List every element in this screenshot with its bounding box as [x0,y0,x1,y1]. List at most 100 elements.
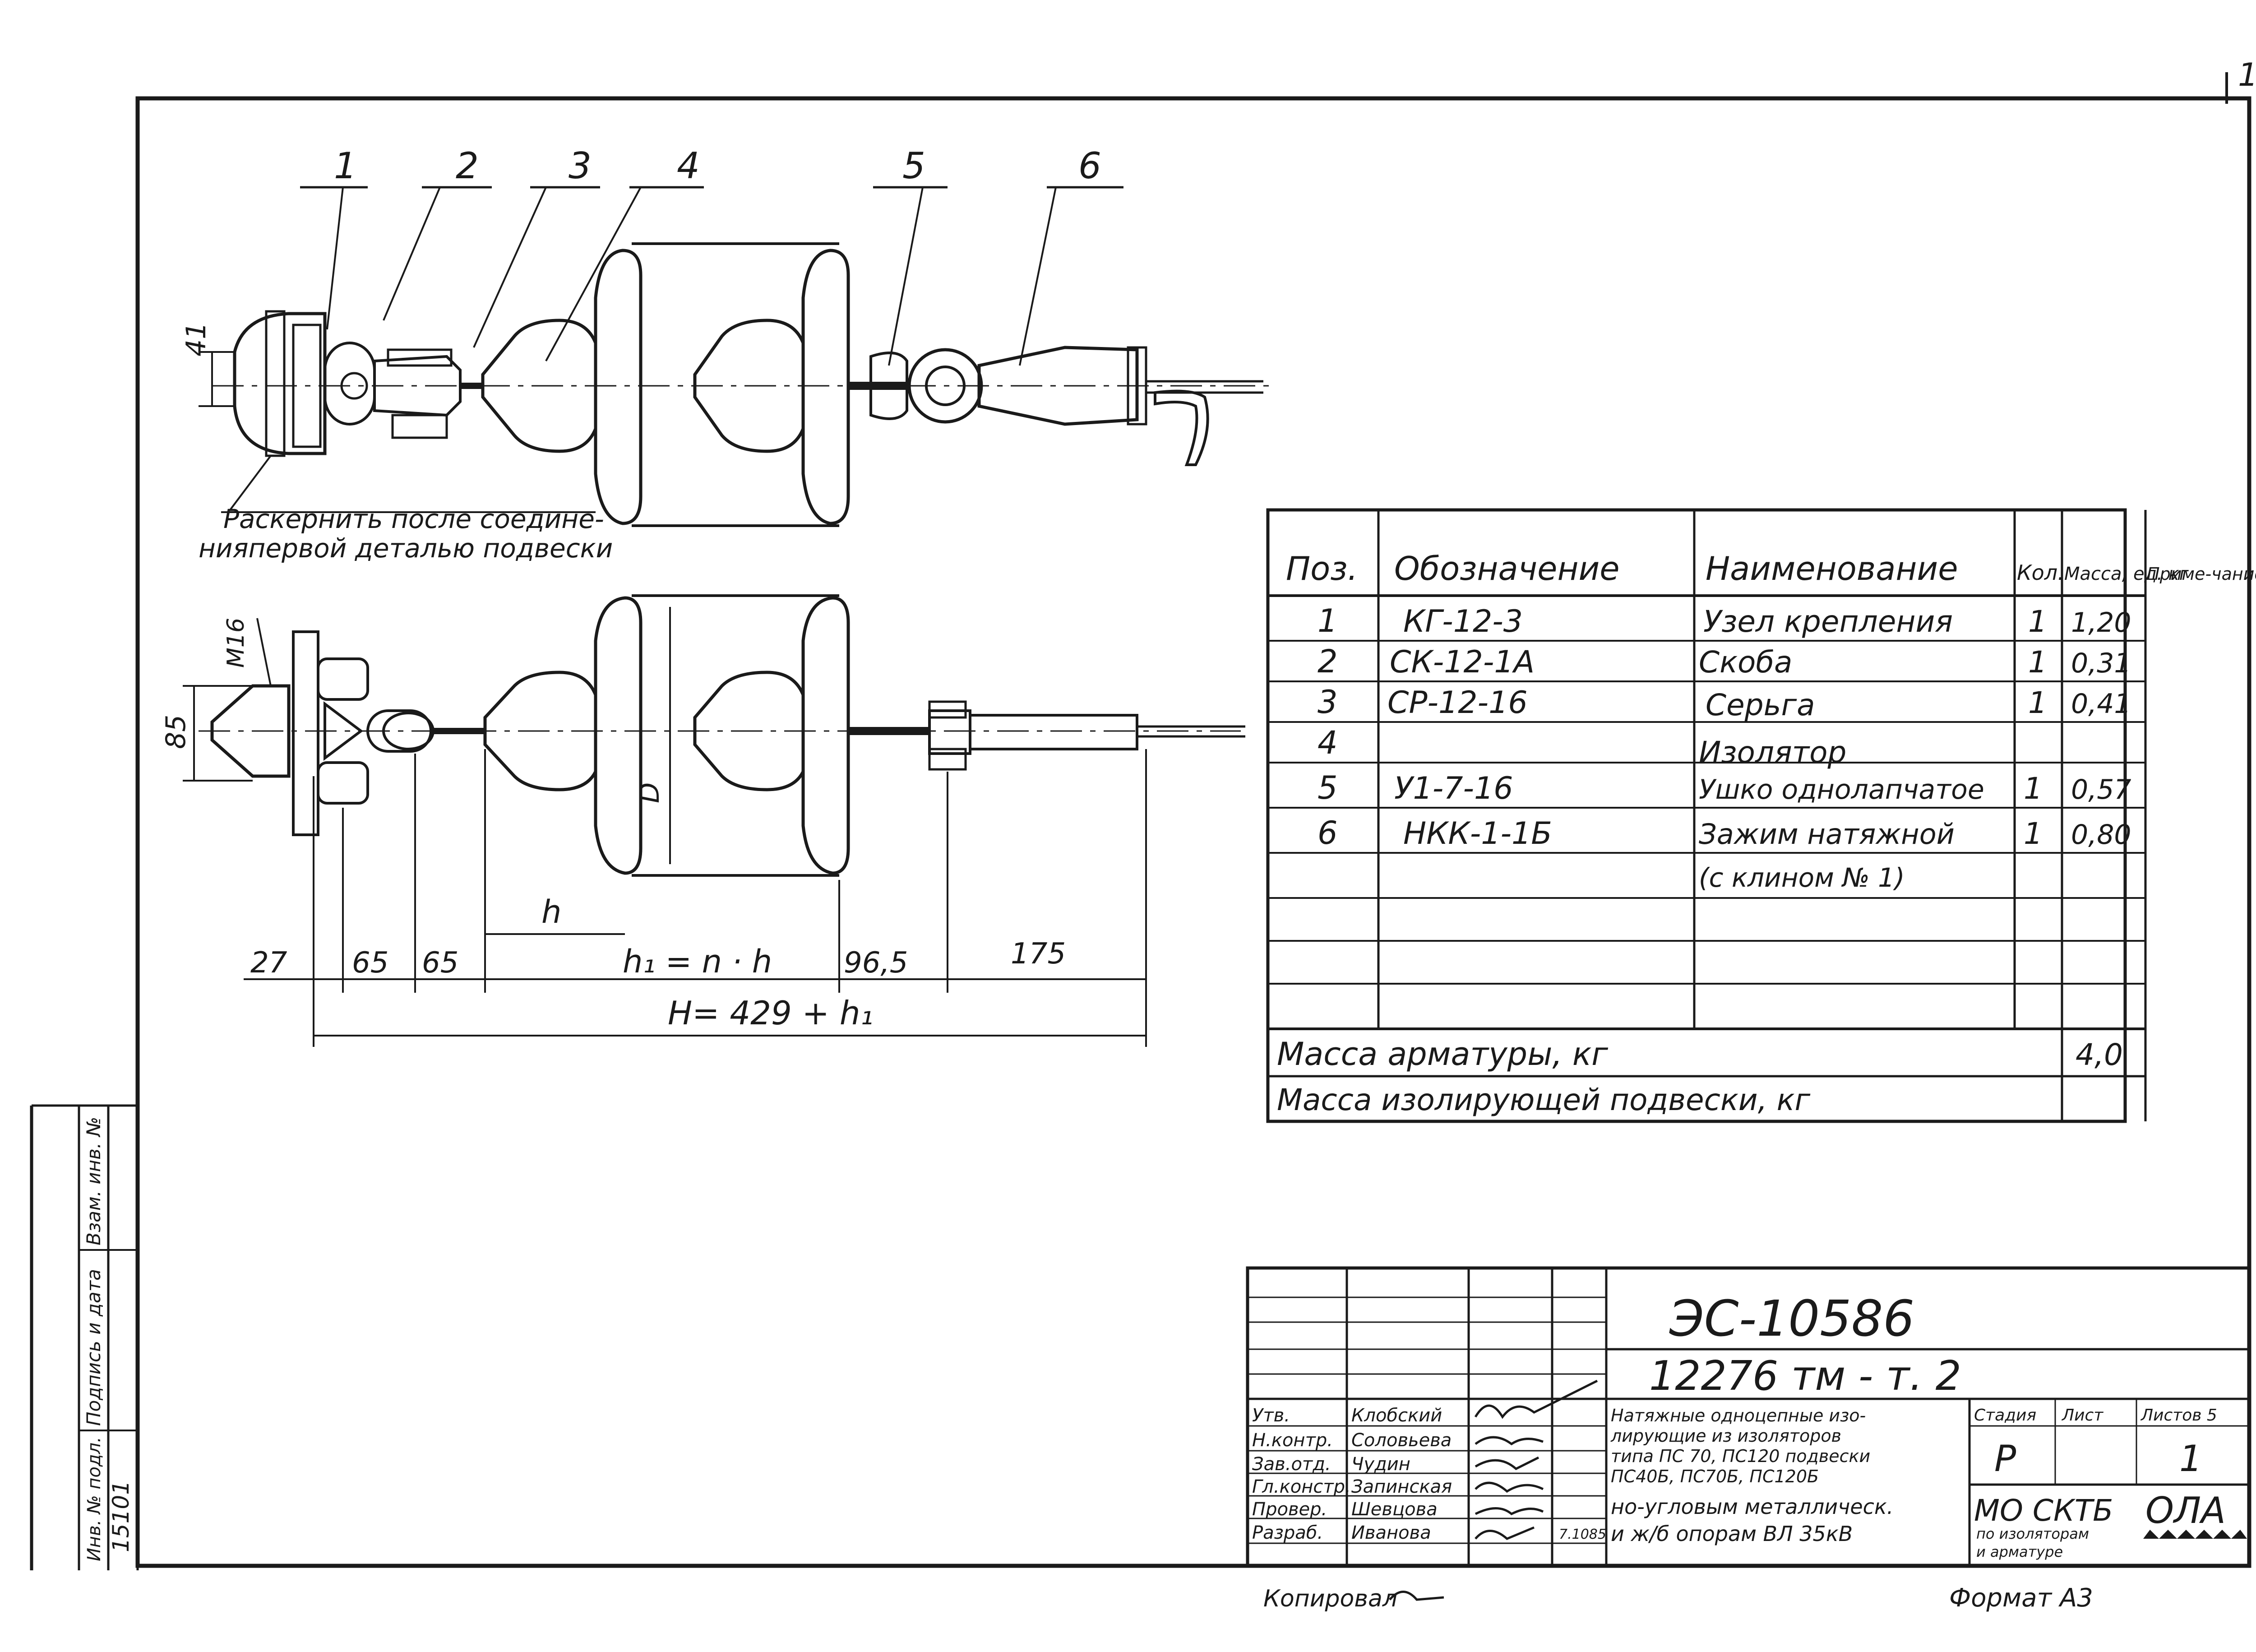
link-nut [391,414,448,439]
copied-signature [1389,1591,1444,1601]
link [373,355,462,417]
inventory-number: 15101 [108,1481,134,1552]
signatures [1474,1379,1598,1540]
wire-loop [1154,389,1209,466]
mass-suspension-label: Масса изолирующей подвески, кг [1277,1083,1811,1117]
row4-name: Изолятор [1699,735,1846,770]
org-name: МО СКТБ [1974,1493,2113,1528]
tension-clamp [977,346,1139,426]
dim-D: D [634,782,666,803]
eye-nut [928,748,967,771]
name-norm-control: Соловьева [1351,1430,1452,1451]
name-chief-designer: Запинская [1351,1476,1452,1497]
eye-bolt-top [928,700,967,719]
org-line-2: по изоляторам [1976,1525,2089,1542]
side-label-replace: Взам. инв. № [83,1117,105,1245]
row6-name: Зажим натяжной [1699,818,1955,851]
callout-6: 6 [1078,145,1101,187]
dim-h1: h₁ = n · h [623,943,772,980]
stage-value: Р [1994,1438,2016,1480]
dim-total: H= 429 + h₁ [668,994,873,1032]
dim-41: 41 [180,322,212,356]
row3-mass: 0,41 [2071,688,2131,720]
side-strip: Взам. инв. № Подпись и дата Инв. № подл.… [30,1104,139,1570]
insulator-disc-1 [594,249,643,525]
row2-name: Скоба [1699,645,1792,680]
dim-65-b: 65 [422,946,458,980]
clamp-side [969,714,1138,750]
name-approved: Клобский [1351,1405,1442,1426]
header-pos: Поз. [1286,550,1358,588]
eye-ring [907,348,983,424]
sheet-frame [135,96,2251,1568]
row7-name: (с клином № 1) [1699,862,1905,893]
title-line-4: ПС40Б, ПС70Б, ПС120Б [1611,1467,1819,1486]
cap-bracket [292,324,322,448]
spec-table-frame [1266,508,2127,1123]
dim-h: h [541,893,561,930]
name-developed: Иванова [1351,1522,1431,1543]
callout-5: 5 [902,145,925,187]
row5-mass: 0,57 [2071,774,2131,805]
header-designation: Обозначение [1394,550,1620,588]
header-note: Приме-чание [2147,564,2256,584]
row5-name: Ушко однолапчатое [1699,774,1984,805]
top-view: 1 2 3 4 5 6 [180,145,1277,564]
cap-bolt-lower [317,761,369,805]
shackle-pin [340,372,368,400]
role-developed: Разраб. [1252,1522,1323,1543]
row3-pos: 3 [1318,684,1338,721]
dim-M16: M16 [222,618,250,668]
side-label-inventory: Инв. № подл. [84,1437,105,1561]
row1-name: Узел крепления [1703,604,1953,639]
role-approved: Утв. [1252,1405,1290,1426]
row2-mass: 0,31 [2071,648,2131,679]
eye-hole [925,366,966,406]
org-logo-text: ОЛА [2145,1490,2226,1532]
title-line-1: Натяжные одноцепные изо- [1611,1406,1866,1425]
shackle-side [366,709,432,753]
sheet-number: 18 [2238,56,2256,93]
row6-pos: 6 [1318,814,1338,851]
row6-designation: НКК-1-1Б [1403,816,1552,851]
col-sheets: Листов 5 [2140,1406,2217,1425]
row3-designation: СР-12-16 [1387,685,1528,721]
dimension-extensions [313,749,1147,1047]
role-norm-control: Н.контр. [1252,1430,1333,1451]
role-chief-designer: Гл.констр. [1252,1476,1351,1497]
format-label: Формат А3 [1949,1583,2093,1613]
role-dept-head: Зав.отд. [1252,1454,1331,1475]
title-line-6: и ж/б опорам ВЛ 35кВ [1611,1522,1853,1546]
callout-2: 2 [456,145,479,187]
bottom-view: D M16 85 h 27 65 65 h₁ [160,594,1245,1047]
row2-qty: 1 [2028,645,2047,680]
eye-shank [869,352,908,420]
callout-1: 1 [334,145,357,187]
col-stage: Стадия [1974,1406,2036,1425]
row1-pos: 1 [1318,602,1338,639]
spec-table: Поз. Обозначение Наименование Кол. Масса… [1266,508,2256,1123]
mass-armature-value: 4,0 [2076,1037,2123,1072]
note-leader [229,455,272,511]
row1-designation: КГ-12-3 [1403,604,1523,639]
dim-65-a: 65 [352,946,388,980]
name-dept-head: Чудин [1351,1454,1410,1475]
row2-designation: СК-12-1А [1390,644,1535,680]
header-name: Наименование [1706,550,1958,588]
note-line-1: Раскернить после соедине- [223,504,604,534]
header-qty: Кол. [2017,560,2064,585]
row3-name: Серьга [1706,688,1815,722]
dim-27: 27 [250,946,287,980]
note-line-2: нияпервой деталью подвески [199,533,613,564]
row2-pos: 2 [1318,643,1338,680]
doc-code: ЭС-10586 [1669,1290,1914,1347]
title-line-5: но-угловым металлическ. [1611,1495,1893,1519]
side-label-signature: Подпись и дата [83,1269,105,1426]
title-line-3: типа ПС 70, ПС120 подвески [1611,1446,1870,1466]
insulator-disc-4 [801,596,850,875]
org-line-3: и арматуре [1976,1543,2063,1560]
callout-leaders [300,186,1123,366]
callout-4: 4 [677,145,700,187]
sheet-value: 1 [2179,1438,2202,1480]
